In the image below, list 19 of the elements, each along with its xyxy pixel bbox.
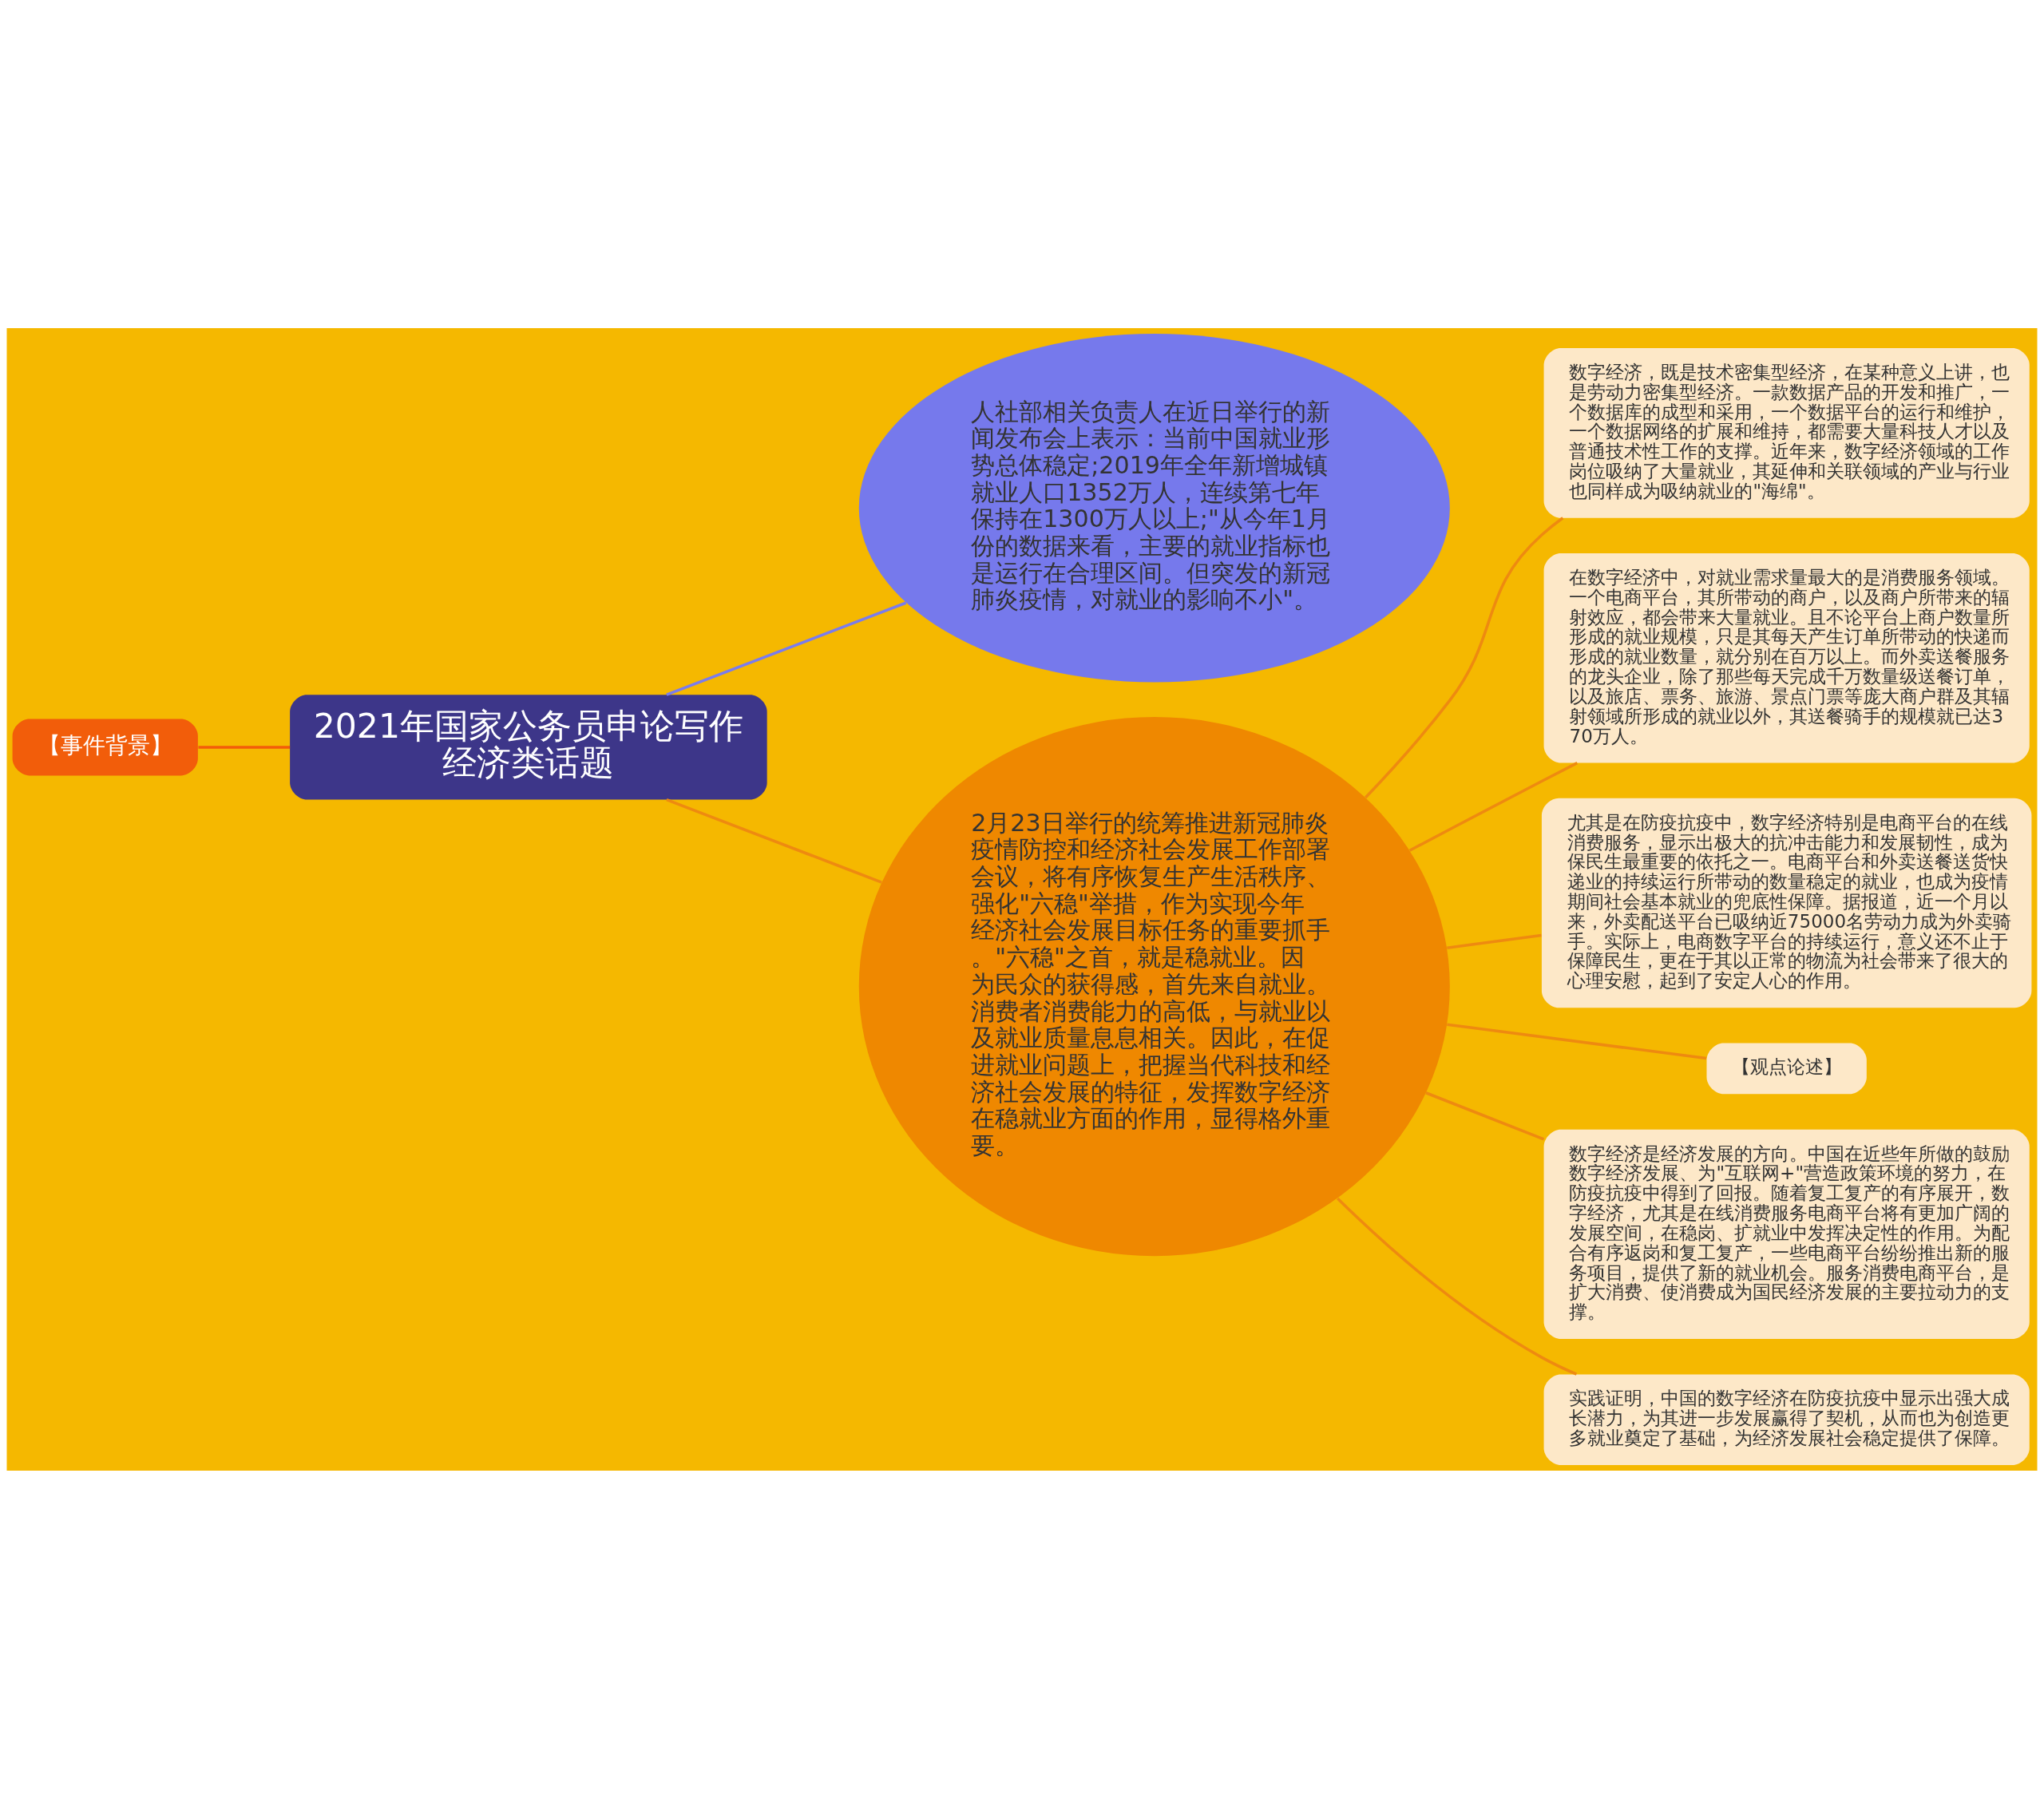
node-circle: 2月23日举行的统筹推进新冠肺炎疫情防控和经济社会发展工作部署会议，将有序恢复生产生活秩序、强化"六稳"举措，作为实现今年经济社会发展目标任务的重要抓手。"六稳"之首，就是稳就业。因为民众的获得感，首先来自就业。消费者消费能力的高低，与就业以及就业质量息息相关。因此，在促进就业问题上，把握当代科技和经济社会发展的特征，发挥数字经济在稳就业方面的作用，显得格外重要。	[858, 716, 1450, 1256]
connector	[1408, 761, 1579, 852]
node-box: 【观点论述】	[1706, 1043, 1867, 1094]
node-box: 尤其是在防疫抗疫中，数字经济特别是电商平台的在线消费服务，显示出极大的抗冲击能力和发展韧性，成为保民生最重要的依托之一。电商平台和外卖送餐送货快递业的持续运行所带动的数量稳定的就业，也成为疫情期间社会基本就业的兜底性保障。据报道，近一个月以来，外卖配送平台已吸纳近75000名劳动力成为外卖骑手。实际上，电商数字平台的持续运行，意义还不止于保障民生，更在于其以正常的物流为社会带来了很大的心理安慰，起到了安定人心的作用。	[1541, 798, 2032, 1008]
node-box: 在数字经济中，对就业需求量最大的是消费服务领域。一个电商平台，其所带动的商户，以及商户所带来的辐射效应，都会带来大量就业。且不论平台上商户数量所形成的就业规模，只是其每天产生订单所带动的快递而形成的就业数量，就分别在百万以上。而外卖送餐服务的龙头企业，除了那些每天完成千万数量级送餐订单，以及旅店、票务、旅游、景点门票等庞大商户群及其辐射领域所形成的就业以外，其送餐骑手的规模就已达370万人。	[1543, 552, 2030, 762]
connector	[1425, 1091, 1545, 1140]
node-box: 【事件背景】	[12, 718, 198, 775]
connector	[666, 798, 882, 884]
connector	[198, 745, 291, 749]
node-box: 数字经济，既是技术密集型经济，在某种意义上讲，也是劳动力密集型经济。一款数据产品的开发和推广，一个数据库的成型和采用，一个数据平台的运行和维护，一个数据网络的扩展和维持，都需要大量科技人才以及普通技术性工作的支撑。近年来，数字经济领域的工作岗位吸纳了大量就业，其延伸和关联领域的产业与行业也同样成为吸纳就业的"海绵"。	[1543, 347, 2030, 518]
connector	[1447, 1022, 1707, 1059]
node-box: 实践证明，中国的数字经济在防疫抗疫中显示出强大成长潜力，为其进一步发展赢得了契机，从而也为创造更多就业奠定了基础，为经济发展社会稳定提供了保障。	[1543, 1373, 2030, 1465]
node-box: 2021年国家公务员申论写作经济类话题	[290, 694, 767, 800]
node-box: 数字经济是经济发展的方向。中国在近些年所做的鼓励数字经济发展、为"互联网+"营造政策环境的努力，在防疫抗疫中得到了回报。随着复工复产的有序展开，数字经济，尤其是在线消费服务电商平台将有更加广阔的发展空间，在稳岗、扩就业中发挥决定性的作用。为配合有序返岗和复工复产，一些电商平台纷纷推出新的服务项目，提供了新的就业机会。服务消费电商平台，是扩大消费、使消费成为国民经济发展的主要拉动力的支撑。	[1543, 1129, 2030, 1339]
connector	[1364, 516, 1564, 798]
connector	[1336, 1197, 1578, 1376]
connector	[666, 600, 907, 696]
node-ellipse: 人社部相关负责人在近日举行的新闻发布会上表示：当前中国就业形势总体稳定;2019年全年新增城镇就业人口1352万人，连续第七年保持在1300万人以上;"从今年1月份的数据来看，主要的就业指标也是运行在合理区间。但突发的新冠肺炎疫情，对就业的影响不小"。	[858, 333, 1450, 682]
connector	[1447, 933, 1542, 949]
